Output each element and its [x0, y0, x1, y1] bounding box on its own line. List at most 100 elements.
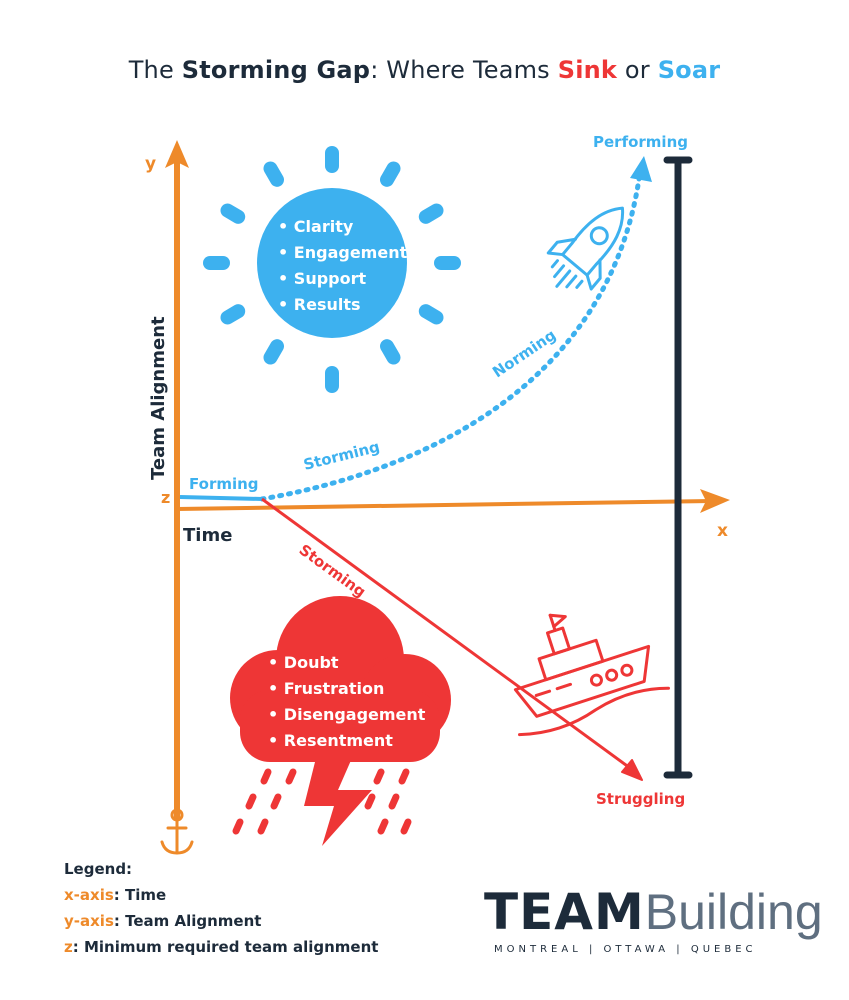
- x-axis-label: Time: [183, 525, 232, 546]
- ship-funnel: [545, 626, 571, 656]
- x-axis-line: [176, 499, 713, 511]
- lightning-bolt-icon: [304, 758, 372, 846]
- rocket-flame: [575, 279, 584, 289]
- rain-drop: [245, 793, 257, 810]
- legend-x-row: x-axis: Time: [64, 882, 378, 908]
- rocket-body: [561, 206, 625, 277]
- logo-wordmark: TEAMBuilding: [484, 884, 823, 940]
- rocket-flame: [565, 274, 578, 289]
- page-title: The Storming Gap: Where Teams Sink or So…: [0, 56, 849, 84]
- stage-performing: Performing: [593, 133, 688, 151]
- rain-drop: [257, 818, 269, 835]
- sun-ray: [263, 161, 284, 187]
- sun-disc: [257, 188, 407, 338]
- rain-drop: [377, 818, 389, 835]
- rain-drop: [232, 818, 244, 835]
- ship-cabin: [537, 638, 605, 682]
- title-pre: The: [128, 56, 182, 84]
- ship-flag: [548, 613, 567, 629]
- storm-item: • Disengagement: [268, 705, 426, 724]
- legend: Legend: x-axis: Time y-axis: Team Alignm…: [64, 856, 378, 960]
- ship-deck-line: [534, 689, 552, 697]
- title-storming-gap: Storming Gap: [181, 56, 371, 84]
- title-soar: Soar: [657, 56, 721, 84]
- sun-ray: [220, 203, 246, 224]
- legend-heading: Legend:: [64, 860, 133, 878]
- storm-item: • Frustration: [268, 679, 384, 698]
- rocket-window: [589, 226, 609, 246]
- stage-storming-up: Storming: [302, 438, 382, 474]
- title-or: or: [617, 56, 658, 84]
- rocket-fin-left: [546, 237, 577, 257]
- rocket-flame: [553, 264, 566, 279]
- rocket-fin-right: [585, 258, 602, 291]
- ship-hull: [513, 644, 651, 718]
- legend-z-value: : Minimum required team alignment: [72, 938, 379, 956]
- sun-item: • Clarity: [278, 217, 354, 236]
- rocket-flame: [555, 269, 572, 288]
- rain-drop: [400, 818, 412, 835]
- sun-ray: [263, 339, 284, 365]
- logo-team: TEAM: [484, 883, 645, 941]
- soar-curve: [259, 169, 643, 502]
- sun-list: • Clarity • Engagement • Support • Resul…: [278, 217, 408, 314]
- ship-porthole: [620, 663, 634, 677]
- legend-y-key: y-axis: [64, 912, 114, 930]
- ship-porthole: [589, 673, 603, 687]
- x-axis: [176, 489, 730, 513]
- stage-forming: Forming: [189, 475, 259, 493]
- x-axis-letter: x: [717, 521, 728, 541]
- rocket-flame: [550, 259, 559, 269]
- logo-building: Building: [644, 884, 823, 940]
- sun-ray: [418, 304, 444, 325]
- ship-mast: [548, 613, 557, 632]
- y-axis-arrowhead: [165, 140, 189, 168]
- rain-drops: [232, 768, 412, 835]
- rain-drop: [285, 768, 297, 785]
- sun-ray: [418, 203, 444, 224]
- title-mid: : Where Teams: [370, 56, 558, 84]
- legend-x-value: : Time: [113, 886, 167, 904]
- rain-drop: [260, 768, 272, 785]
- ship-deck-line: [555, 682, 572, 691]
- sun-icon: • Clarity • Engagement • Support • Resul…: [203, 146, 461, 393]
- rain-drop: [373, 768, 385, 785]
- y-axis-label: Team Alignment: [148, 316, 169, 480]
- forming-line: [179, 495, 263, 501]
- stage-norming: Norming: [489, 326, 559, 381]
- storm-list: • Doubt • Frustration • Disengagement • …: [268, 653, 426, 750]
- storm-cloud-icon: • Doubt • Frustration • Disengagement • …: [230, 596, 451, 846]
- stage-struggling: Struggling: [596, 790, 685, 808]
- rocket-icon: [546, 206, 625, 291]
- storm-item: • Doubt: [268, 653, 339, 672]
- legend-x-key: x-axis: [64, 886, 114, 904]
- sun-ray: [220, 304, 246, 325]
- cloud-base: [240, 690, 440, 762]
- range-bar: [663, 156, 693, 779]
- legend-z-row: z: Minimum required team alignment: [64, 934, 378, 960]
- sun-rays: [203, 146, 461, 393]
- ship-porthole: [605, 668, 619, 682]
- logo-cities: MONTREAL | OTTAWA | QUEBEC: [494, 944, 757, 955]
- x-axis-arrowhead: [700, 489, 730, 513]
- sun-item: • Engagement: [278, 243, 408, 262]
- sun-ray: [380, 339, 401, 365]
- rain-drop: [398, 768, 410, 785]
- rain-drop: [270, 793, 282, 810]
- y-axis: [165, 140, 189, 820]
- anchor-icon: [160, 808, 194, 855]
- storm-cloud-shape: [230, 596, 451, 762]
- title-sink: Sink: [557, 56, 618, 84]
- ship-icon: [513, 613, 670, 737]
- legend-z-key: z: [64, 938, 73, 956]
- legend-y-row: y-axis: Team Alignment: [64, 908, 378, 934]
- y-axis-letter: y: [145, 154, 156, 174]
- soar-arrowhead: [630, 156, 652, 182]
- sink-arrowhead: [621, 759, 643, 781]
- legend-y-value: : Team Alignment: [113, 912, 262, 930]
- sun-item: • Results: [278, 295, 361, 314]
- storm-item: • Resentment: [268, 731, 393, 750]
- z-axis-letter: z: [161, 488, 170, 507]
